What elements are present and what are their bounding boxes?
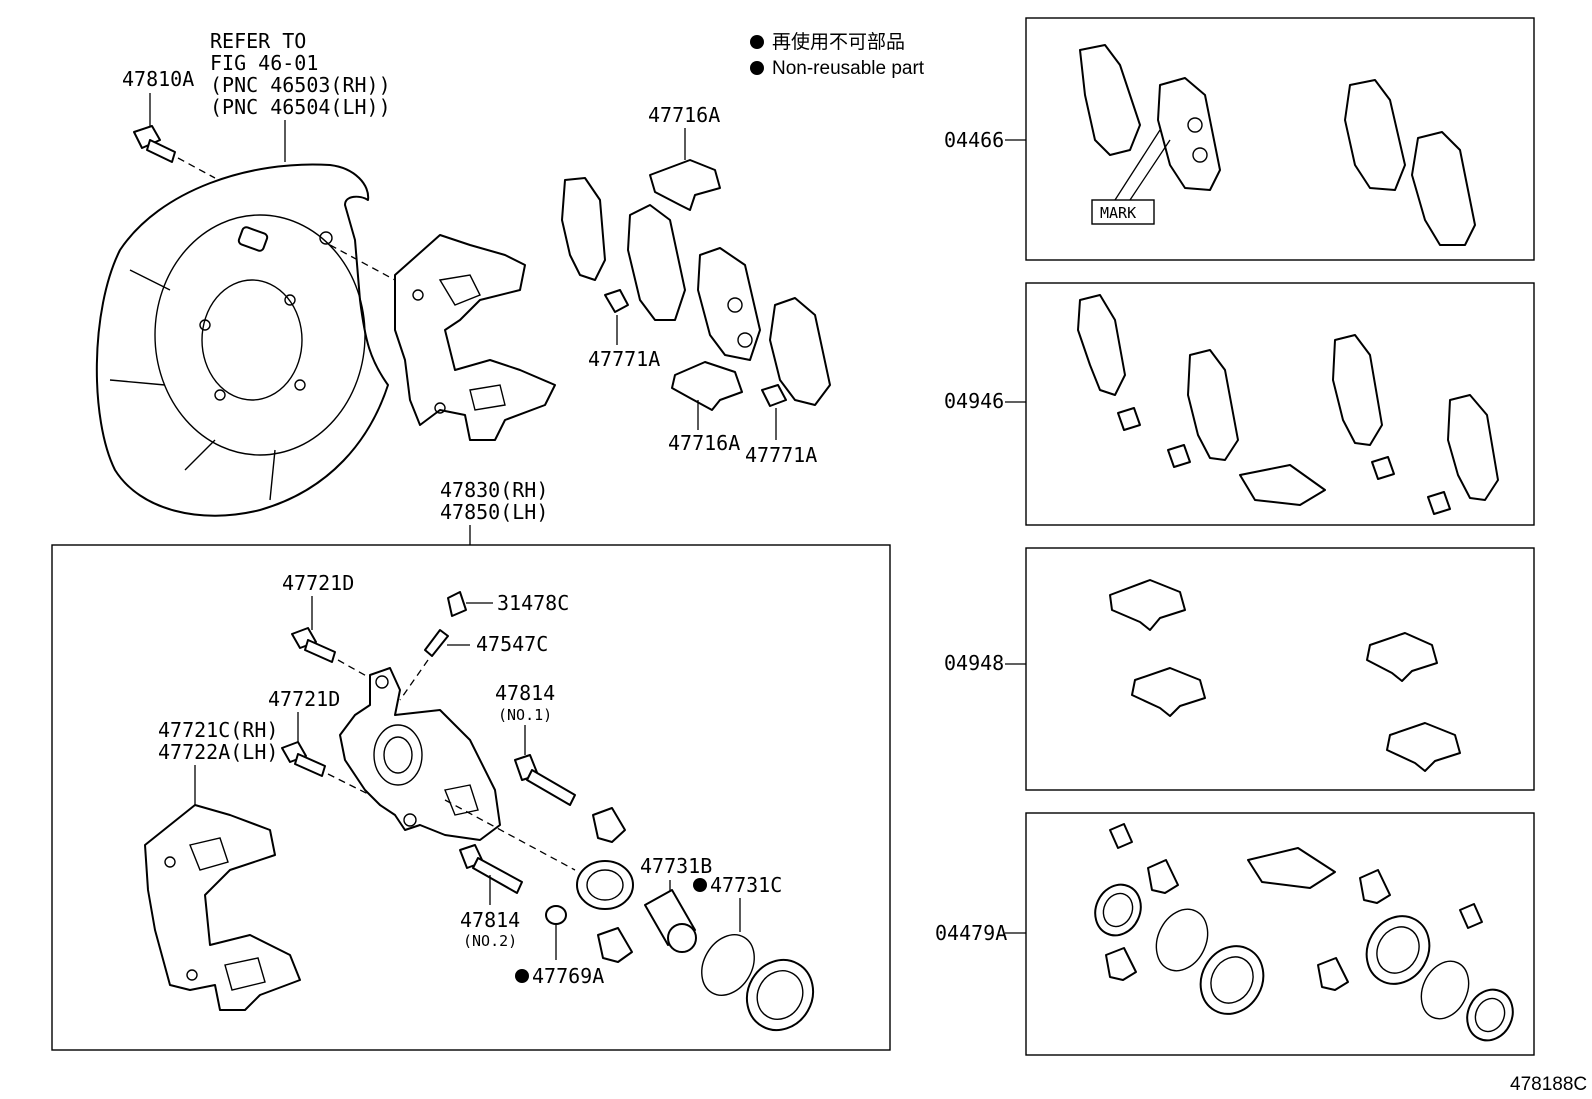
caliper-bracket-top: [394, 234, 556, 441]
refer-line-4: (PNC 46504(LH)): [210, 95, 391, 119]
label-47810A: 47810A: [122, 67, 194, 91]
mark-box: [1091, 199, 1155, 225]
label-47547C: 47547C: [476, 632, 548, 656]
part-47810A: 47810A: [122, 67, 216, 179]
legend-text-en: Non-reusable part: [772, 58, 925, 79]
refer-line-2: FIG 46-01: [210, 51, 318, 75]
caliper-assembly: 47830(RH) 47850(LH) 47721D 31478C 47547C…: [51, 478, 891, 1051]
label-47814-no1: 47814: [495, 681, 555, 705]
label-04948: 04948: [944, 651, 1004, 675]
dust-shield: [95, 163, 396, 517]
caliper-assembly-frame: [51, 544, 891, 1051]
label-47731C: 47731C: [710, 873, 782, 897]
legend-text-jp: 再使用不可部品: [772, 31, 905, 53]
label-47771A-right: 47771A: [745, 443, 817, 467]
brake-pads-top: [561, 177, 831, 406]
refer-note: REFER TO FIG 46-01 (PNC 46503(RH)) (PNC …: [210, 29, 391, 162]
part-47771A-right: 47771A: [745, 384, 817, 467]
kit-04466-frame: [1025, 17, 1535, 261]
kit-04479A: 04479A: [935, 812, 1535, 1056]
label-04479A: 04479A: [935, 921, 1007, 945]
label-no2: (NO.2): [463, 932, 517, 950]
part-47771A-left: 47771A: [588, 289, 660, 371]
label-47771A-left: 47771A: [588, 347, 660, 371]
legend: 再使用不可部品 Non-reusable part: [750, 31, 925, 79]
part-47716A-bottom: 47716A: [668, 361, 743, 455]
label-47716A-bottom: 47716A: [668, 431, 740, 455]
label-47769A: 47769A: [532, 964, 604, 988]
kit-04948-frame: [1025, 547, 1535, 791]
label-47716A-top: 47716A: [648, 103, 720, 127]
nonreusable-47769A: [515, 969, 529, 983]
label-mark: MARK: [1100, 204, 1136, 222]
refer-line-3: (PNC 46503(RH)): [210, 73, 391, 97]
label-47850: 47850(LH): [440, 500, 548, 524]
label-47731B: 47731B: [640, 854, 712, 878]
kit-04479A-frame: [1025, 812, 1535, 1056]
label-47722A: 47722A(LH): [158, 740, 278, 764]
part-47716A-top: 47716A: [648, 103, 721, 211]
legend-bullet-1: [750, 35, 764, 49]
label-47721D-top: 47721D: [282, 571, 354, 595]
label-31478C: 31478C: [497, 591, 569, 615]
label-47814-no2: 47814: [460, 908, 520, 932]
legend-bullet-2: [750, 61, 764, 75]
label-no1: (NO.1): [498, 706, 552, 724]
label-04946: 04946: [944, 389, 1004, 413]
label-47830: 47830(RH): [440, 478, 548, 502]
kit-04466: 04466 MARK: [944, 17, 1535, 261]
label-47721C: 47721C(RH): [158, 718, 278, 742]
kit-04946: 04946: [944, 282, 1535, 526]
kit-04946-frame: [1025, 282, 1535, 526]
nonreusable-47731C: [693, 878, 707, 892]
label-47721D-mid: 47721D: [268, 687, 340, 711]
figure-id: 478188C: [1510, 1074, 1587, 1095]
kit-04948: 04948: [944, 547, 1535, 791]
refer-line-1: REFER TO: [210, 29, 306, 53]
label-04466: 04466: [944, 128, 1004, 152]
